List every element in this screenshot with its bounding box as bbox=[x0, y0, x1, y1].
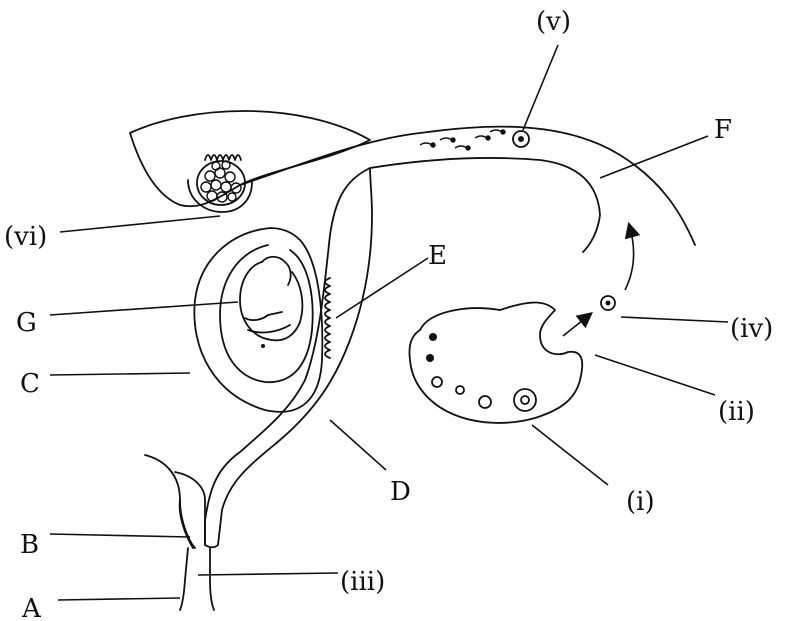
ovary-follicles bbox=[426, 333, 536, 411]
label-C: C bbox=[20, 369, 40, 399]
label-ii: (ii) bbox=[718, 397, 755, 427]
label-D: D bbox=[390, 477, 411, 507]
label-i: (i) bbox=[626, 487, 655, 517]
label-B: B bbox=[20, 530, 39, 560]
foetus bbox=[240, 257, 302, 348]
ovum-released bbox=[601, 296, 615, 310]
label-E: E bbox=[428, 241, 447, 271]
sperms bbox=[420, 130, 505, 150]
label-G: G bbox=[16, 308, 37, 338]
label-iii: (iii) bbox=[340, 567, 385, 597]
ovum-fertilised bbox=[513, 131, 529, 147]
ovulation-arrow bbox=[563, 316, 588, 336]
placenta bbox=[325, 278, 330, 358]
label-F: F bbox=[714, 115, 732, 145]
label-A: A bbox=[21, 594, 42, 621]
labels: A B C D E F G (i) (ii) (iii) (iv) (v) (v… bbox=[4, 7, 773, 621]
ovary bbox=[409, 303, 582, 423]
label-v: (v) bbox=[536, 7, 571, 37]
cervix-region bbox=[145, 455, 214, 610]
migration-arrow bbox=[625, 228, 634, 290]
label-iv: (iv) bbox=[730, 314, 773, 344]
label-vi: (vi) bbox=[4, 222, 47, 252]
